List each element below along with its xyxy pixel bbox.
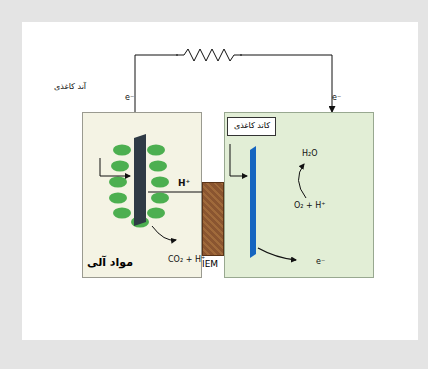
external-wire <box>135 55 332 112</box>
product-label: CO₂ + H⁺ <box>168 256 205 265</box>
edge-label: H⁺ <box>178 179 190 189</box>
anode-chamber: مواد آلی <box>82 112 202 278</box>
anode-label: آند کاغذی <box>54 83 86 92</box>
electron-label: e⁻ <box>332 94 341 103</box>
electron-label: e⁻ <box>125 94 134 103</box>
reactant-label: O₂ + H⁺ <box>294 202 326 211</box>
ion-exchange-membrane: IEM <box>202 182 224 256</box>
water-label: H₂O <box>302 150 318 159</box>
resistor-symbol <box>176 49 242 61</box>
electron-label: e⁻ <box>316 258 325 267</box>
cathode-chamber: کاتد کاغذی <box>224 112 374 278</box>
node-text: مواد آلی <box>87 257 133 269</box>
node-text: کاتد کاغذی <box>228 118 275 135</box>
cathode-label-box: کاتد کاغذی <box>227 117 276 136</box>
